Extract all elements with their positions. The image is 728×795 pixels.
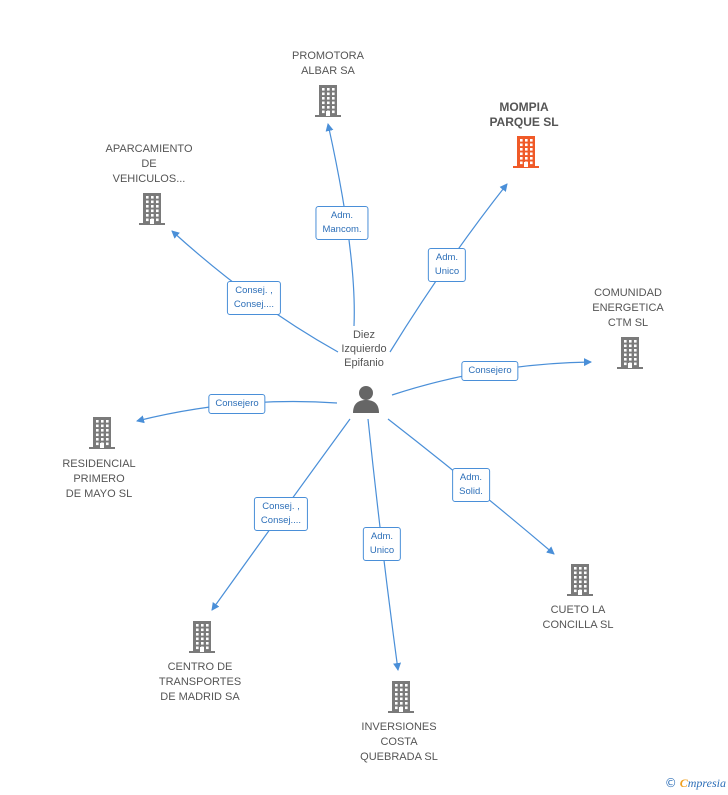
company-name: PROMOTORA ALBAR SA: [292, 50, 364, 77]
edge-role-label-aparcamiento[interactable]: Consej. , Consej....: [226, 281, 282, 315]
edge-role-label-mompia[interactable]: Adm. Unico: [427, 248, 467, 282]
company-name: MOMPIA PARQUE SL: [489, 100, 559, 129]
center-person-name: Diez Izquierdo Epifanio: [341, 329, 387, 369]
company-name: CENTRO DE TRANSPORTES DE MADRID SA: [158, 661, 242, 703]
brand-name: mpresia: [687, 776, 726, 790]
building-icon: [89, 417, 115, 449]
company-name: COMUNIDAD ENERGETICA CTM SL: [592, 287, 664, 329]
company-name: RESIDENCIAL PRIMERO DE MAYO SL: [62, 458, 136, 500]
building-icon: [189, 621, 215, 653]
edge-role-label-residencial[interactable]: Consejero: [208, 394, 266, 414]
edge-role-label-promotora[interactable]: Adm. Mancom.: [315, 206, 369, 240]
company-name: APARCAMIENTO DE VEHICULOS...: [105, 143, 193, 185]
brand-footer: © Cmpresia: [665, 776, 726, 791]
building-icon: [388, 681, 414, 713]
building-icon: [513, 136, 539, 168]
edge-role-label-inversiones[interactable]: Adm. Unico: [362, 527, 402, 561]
edge-role-label-centro[interactable]: Consej. , Consej....: [253, 497, 309, 531]
brand-initial: C: [679, 776, 688, 790]
building-icon: [315, 85, 341, 117]
company-name: CUETO LA CONCILLA SL: [542, 604, 614, 631]
building-icon: [567, 564, 593, 596]
copyright-icon: ©: [664, 776, 677, 790]
building-icon: [617, 337, 643, 369]
company-name: INVERSIONES COSTA QUEBRADA SL: [360, 721, 438, 763]
edge-role-label-cueto[interactable]: Adm. Solid.: [452, 468, 490, 502]
edge-role-label-comunidad[interactable]: Consejero: [461, 361, 519, 381]
building-icon: [139, 193, 165, 225]
person-icon: [353, 386, 379, 413]
